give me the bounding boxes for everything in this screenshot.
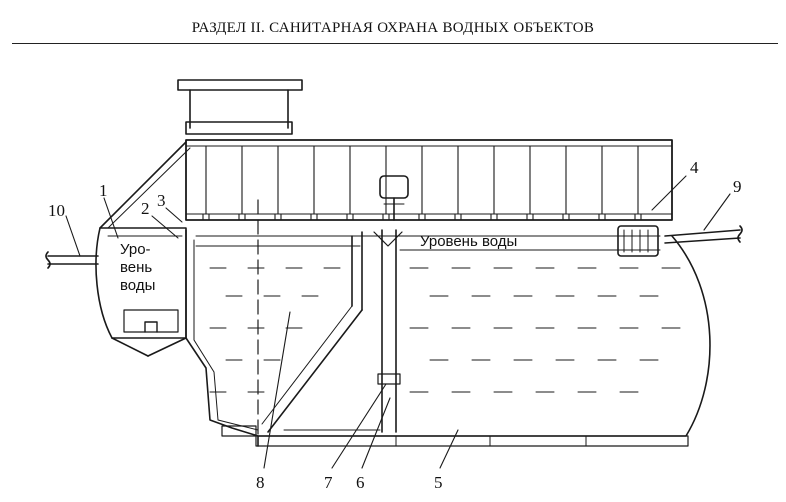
overflow-box	[617, 225, 659, 257]
water-surface	[195, 235, 661, 251]
tank-cover	[185, 139, 673, 221]
header-rule	[12, 43, 778, 44]
water-hatching	[209, 267, 681, 393]
water-level-left-1: Уро-	[120, 241, 151, 258]
inlet-pipe	[45, 251, 99, 269]
label-4: 4	[690, 158, 699, 177]
receiving-chamber	[95, 227, 187, 357]
label-9: 9	[733, 177, 742, 196]
water-level-right: Уровень воды	[420, 233, 517, 250]
tank-body	[185, 229, 711, 447]
central-column	[283, 229, 403, 433]
water-level-left-2: вень	[120, 259, 152, 276]
label-3: 3	[157, 191, 166, 210]
settling-partition	[257, 199, 363, 437]
label-2: 2	[141, 199, 150, 218]
leader-lines	[65, 175, 731, 469]
page-header: РАЗДЕЛ II. САНИТАРНАЯ ОХРАНА ВОДНЫХ ОБЪЕ…	[191, 20, 595, 36]
inlet-roof	[99, 141, 191, 229]
label-6: 6	[356, 473, 365, 492]
vent-stack	[177, 79, 303, 135]
label-8: 8	[256, 473, 265, 492]
water-level-left-3: воды	[120, 277, 155, 294]
label-5: 5	[434, 473, 443, 492]
pump-motor	[379, 175, 409, 221]
label-7: 7	[324, 473, 333, 492]
label-10: 10	[48, 201, 65, 220]
label-1: 1	[99, 181, 108, 200]
